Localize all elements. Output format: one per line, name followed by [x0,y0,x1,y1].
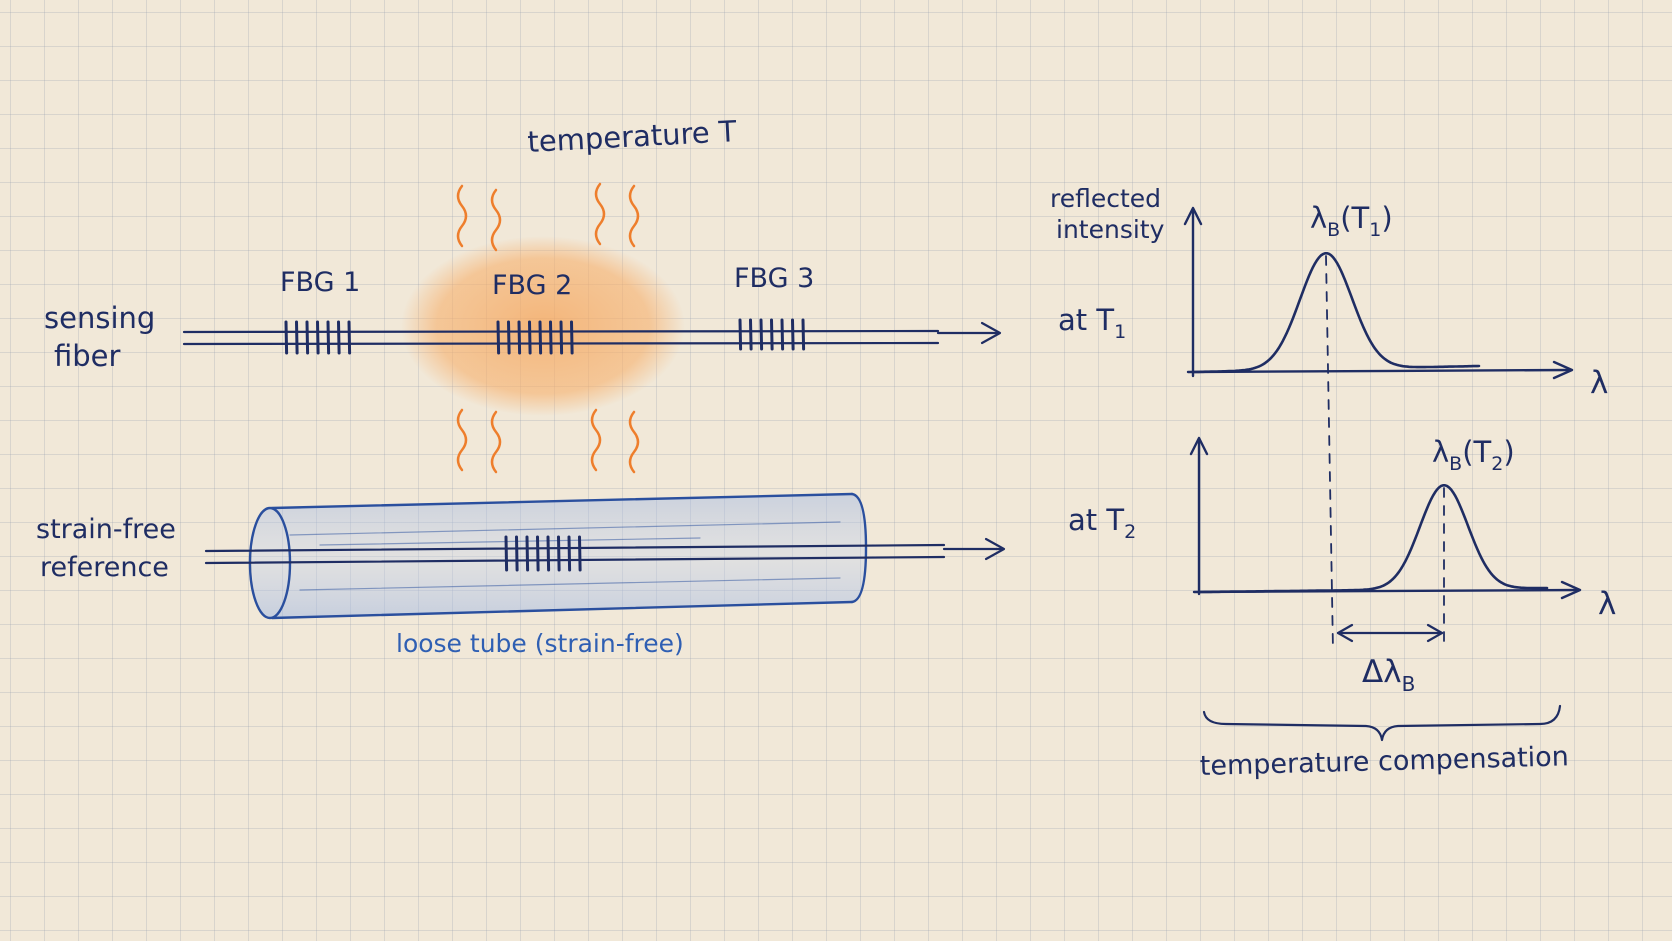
spectrum-t2-axes [1189,436,1582,600]
reflected-intensity-line1: reflected [1050,184,1161,213]
reference-fbg-grating [504,535,582,572]
reference-fbg-grating-line [557,535,561,572]
fbg3-grating-line [801,318,806,351]
fbg2-grating-line [496,320,501,355]
reference-label-line2: reference [40,552,169,583]
at-t2-label: at T2 [1068,503,1136,543]
fbg3-grating-line [770,318,774,351]
reference-label-line1: strain-free [36,514,176,545]
heat-waves [456,182,640,474]
lambda-b-t1-label: λB(T1) [1310,201,1393,241]
reference-fbg-grating-line [515,535,519,572]
fbg3-grating-line [780,318,785,351]
fbg1-grating [284,320,352,355]
lambda-axis-label-t2: λ [1598,586,1616,622]
fbg1-grating-line [347,320,352,355]
reference-fbg-grating-line [546,535,551,572]
fbg1-label: FBG 1 [280,267,360,298]
reflected-intensity-line2: intensity [1056,215,1165,244]
fbg3-grating-line [738,318,743,351]
fbg1-grating-line [295,320,299,355]
at-t1-label: at T1 [1058,303,1126,343]
peak-t1-marker [1325,255,1334,651]
compensation-brace [1202,704,1562,742]
fbg2-grating-line [538,320,543,355]
reference-fbg-grating-line [536,535,540,572]
heat-zone [401,236,685,416]
fbg1-grating-line [305,320,310,355]
fbg3-grating [738,318,806,351]
spectrum-t1-axes [1183,206,1574,380]
fbg1-grating-line [284,320,289,355]
temperature-compensation-label: temperature compensation [1199,741,1569,782]
fbg1-grating-line [337,320,341,355]
fbg2-grating-line [528,320,532,355]
fbg2-grating-line [570,320,574,355]
fbg2-grating-line [517,320,522,355]
spectrum-t1-peak [1191,252,1481,374]
fbg3-grating-line [759,318,764,351]
wavelength-shift-arrow [1336,623,1444,643]
fbg1-grating-line [326,320,331,355]
fbg3-grating-line [749,318,753,351]
fbg1-grating-line [316,320,320,355]
lambda-b-t2-label: λB(T2) [1432,435,1515,475]
delta-lambda-b-label: ΔλB [1362,654,1415,696]
lambda-axis-label-t1: λ [1590,365,1608,401]
reference-fbg-grating-line [525,535,530,572]
fbg2-grating-line [549,320,553,355]
spectrum-t2-peak [1197,484,1549,594]
fbg2-grating-line [507,320,511,355]
fbg3-label: FBG 3 [734,263,814,294]
fbg2-grating-line [559,320,564,355]
fbg2-grating [496,320,574,355]
fbg2-label: FBG 2 [492,270,572,301]
sensing-fiber-label-line2: fiber [54,339,121,373]
reference-fbg-grating-line [578,535,582,572]
reference-fiber [204,537,1006,565]
reference-fbg-grating-line [567,535,572,572]
reference-fbg-grating-line [504,535,509,572]
temperature-label: temperature T [527,114,738,159]
fbg3-grating-line [791,318,795,351]
sensing-fiber-label-line1: sensing [44,301,155,335]
loose-tube-label: loose tube (strain-free) [396,629,684,658]
